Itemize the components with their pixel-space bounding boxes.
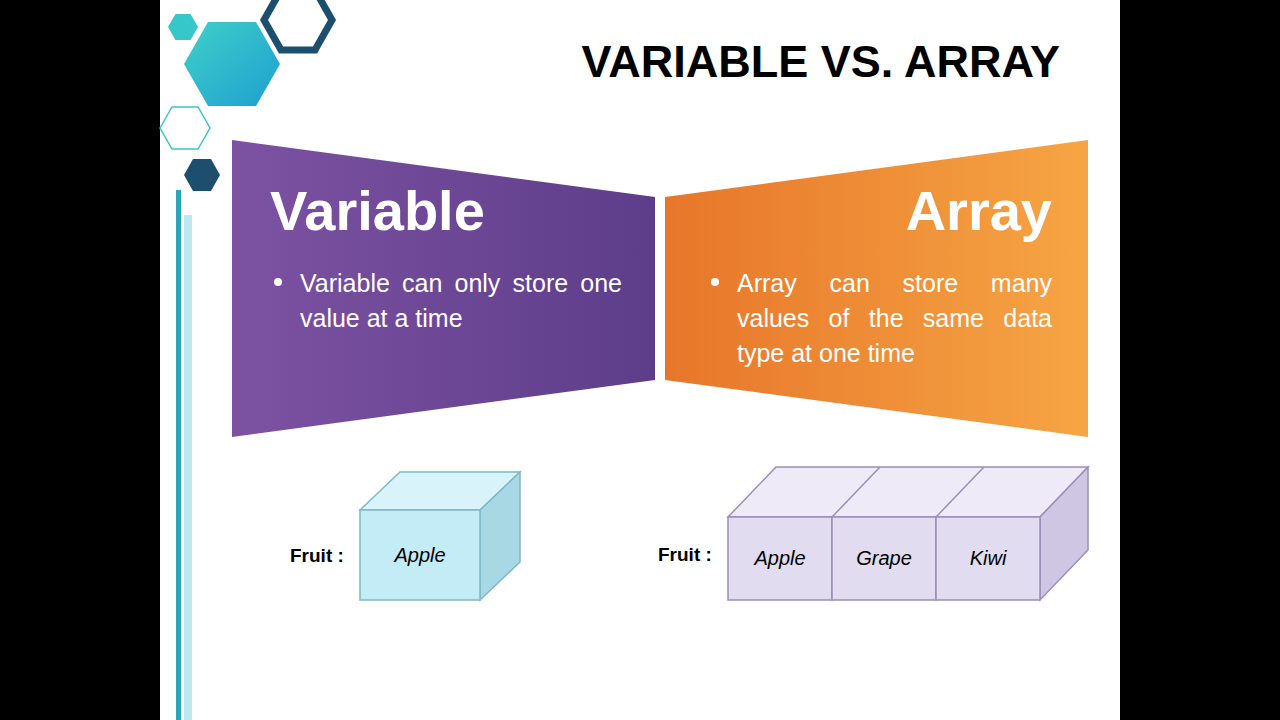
panel-heading: Array — [906, 180, 1052, 242]
cube-side — [1040, 467, 1088, 600]
trapezoid-fill — [232, 140, 655, 437]
bullet-row: Array can store many values of the same … — [711, 266, 1052, 371]
slide-title: VARIABLE VS. ARRAY — [582, 36, 1060, 88]
bullet-row: Variable can only store one value at a t… — [274, 266, 622, 336]
cell-value: Grape — [856, 547, 912, 570]
cube-edge — [936, 467, 984, 517]
bullet-text: Array can store many values of the same … — [737, 266, 1052, 371]
bullet-dot — [711, 278, 719, 286]
hexagon-decor — [264, 0, 332, 50]
trapezoid-fill — [665, 140, 1088, 437]
concept-panel: ArrayArray can store many values of the … — [665, 140, 1088, 437]
hexagon-decor — [184, 159, 220, 191]
bullet-text: Variable can only store one value at a t… — [300, 266, 622, 336]
variable-name-label: Fruit : — [290, 545, 344, 567]
slide — [160, 0, 1120, 720]
variable-name-label: Fruit : — [658, 544, 712, 566]
bullet-dot — [274, 278, 282, 286]
cell-value: Apple — [754, 547, 805, 570]
cube-top — [728, 467, 1088, 517]
array-cell: Apple — [360, 510, 480, 600]
cube-front — [728, 517, 832, 600]
array-cell: Apple — [728, 517, 832, 600]
cube-front — [936, 517, 1040, 600]
cell-value: Kiwi — [970, 547, 1007, 570]
cube-edge — [832, 467, 880, 517]
hexagon-decor — [184, 22, 280, 106]
array-cell: Kiwi — [936, 517, 1040, 600]
cube-front — [832, 517, 936, 600]
cell-value: Apple — [394, 544, 445, 567]
side-bar — [184, 215, 192, 720]
hexagon-decor — [160, 107, 210, 149]
hexagon-decor — [168, 14, 198, 40]
cube-front — [360, 510, 480, 600]
panel-heading: Variable — [270, 180, 485, 242]
cube-side — [480, 472, 520, 600]
concept-panel: VariableVariable can only store one valu… — [232, 140, 655, 437]
side-bar — [176, 190, 181, 720]
array-cell: Grape — [832, 517, 936, 600]
